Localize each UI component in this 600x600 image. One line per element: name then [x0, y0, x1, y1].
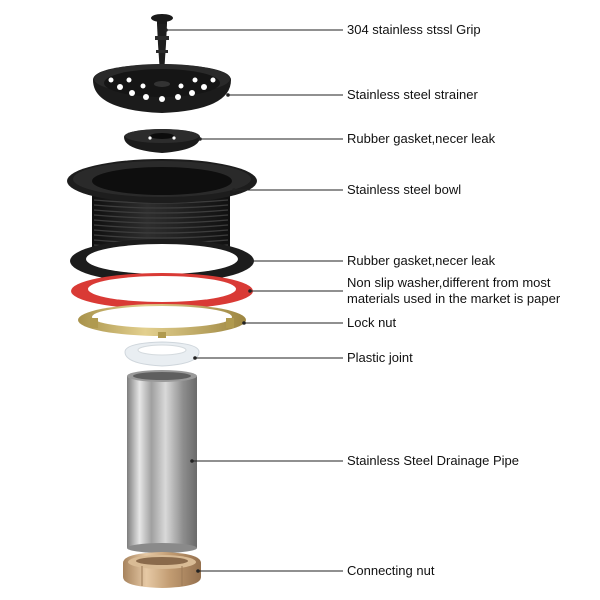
small-gasket-part — [124, 129, 200, 153]
bowl-thread — [93, 234, 229, 239]
large-gasket-part — [70, 239, 254, 283]
bowl-part — [67, 159, 257, 266]
label-bowl: Stainless steel bowl — [347, 182, 462, 197]
label-washer-line2: materials used in the market is paper — [347, 291, 561, 306]
red-washer-part — [71, 273, 253, 309]
label-washer-line1: Non slip washer,different from most — [347, 275, 551, 290]
strainer-part — [93, 64, 231, 113]
label-drain-pipe: Stainless Steel Drainage Pipe — [347, 453, 519, 468]
bowl-thread — [93, 199, 229, 204]
connecting-nut-part — [123, 552, 201, 588]
bowl-thread — [93, 224, 229, 229]
drain-pipe-part — [127, 370, 197, 553]
label-plastic-joint: Plastic joint — [347, 350, 413, 365]
bowl-thread — [93, 214, 229, 219]
label-gasket-small: Rubber gasket,necer leak — [347, 131, 496, 146]
lock-nut-part — [78, 304, 246, 338]
label-grip: 304 stainless stssl Grip — [347, 22, 481, 37]
bowl-thread — [93, 219, 229, 224]
grip-part — [151, 14, 173, 74]
label-connecting-nut: Connecting nut — [347, 563, 435, 578]
label-lock-nut: Lock nut — [347, 315, 397, 330]
bowl-thread — [93, 229, 229, 234]
leader-dots — [164, 28, 254, 573]
bowl-thread — [93, 209, 229, 214]
plastic-joint-part — [124, 341, 200, 367]
label-washer: Non slip washer,different from most mate… — [347, 275, 560, 307]
label-strainer: Stainless steel strainer — [347, 87, 478, 102]
leader-lines — [166, 29, 343, 572]
label-gasket-large: Rubber gasket,necer leak — [347, 253, 496, 268]
bowl-thread — [93, 204, 229, 209]
